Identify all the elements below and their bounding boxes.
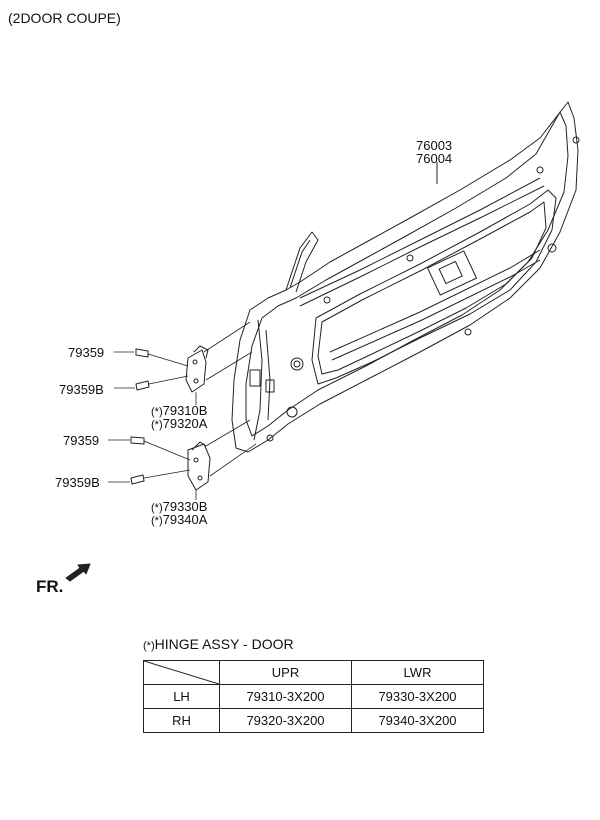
upper-bolt bbox=[114, 348, 189, 367]
cell-rh-upr: 79320-3X200 bbox=[219, 708, 352, 733]
table-row: LH 79310-3X200 79330-3X200 bbox=[143, 684, 484, 709]
table-header-row: UPR LWR bbox=[143, 660, 484, 685]
lower-bolt-b bbox=[108, 469, 191, 485]
column-header-upr: UPR bbox=[219, 660, 352, 685]
hinge-part-table: UPR LWR LH 79310-3X200 79330-3X200 RH 79… bbox=[143, 660, 484, 733]
callout-door-panel-a: 76003 bbox=[416, 138, 453, 153]
diagram-title: (2DOOR COUPE) bbox=[8, 10, 121, 26]
cell-lh-upr: 79310-3X200 bbox=[219, 684, 352, 709]
door-exploded-diagram bbox=[65, 101, 580, 582]
row-side-rh: RH bbox=[143, 708, 220, 733]
hinge-marker: (*) bbox=[151, 419, 163, 431]
callout-upper-hinge-lh: (*)79310B bbox=[151, 403, 208, 418]
callout-lower-hinge-lh: (*)79330B bbox=[151, 499, 208, 514]
legend-text: HINGE ASSY - DOOR bbox=[154, 636, 294, 652]
hinge-marker: (*) bbox=[151, 502, 163, 514]
row-side-lh: LH bbox=[143, 684, 220, 709]
lower-hinge bbox=[187, 419, 257, 500]
callout-upper-hinge-rh: (*)79320A bbox=[151, 416, 208, 431]
callout-lower-bolt-b: 79359B bbox=[55, 475, 100, 490]
legend-marker: (*) bbox=[143, 640, 155, 652]
callout-upper-bolt: 79359 bbox=[68, 345, 105, 360]
legend-title: (*)HINGE ASSY - DOOR bbox=[143, 636, 294, 652]
table-corner-cell bbox=[143, 660, 220, 685]
front-indicator: FR. bbox=[36, 577, 64, 596]
cell-rh-lwr: 79340-3X200 bbox=[351, 708, 484, 733]
door-panel bbox=[231, 101, 580, 453]
hinge-marker: (*) bbox=[151, 406, 163, 418]
callout-lower-hinge-rh: (*)79340A bbox=[151, 512, 208, 527]
upper-hinge bbox=[185, 321, 253, 405]
callout-lower-bolt: 79359 bbox=[63, 433, 100, 448]
column-header-lwr: LWR bbox=[351, 660, 484, 685]
lower-bolt bbox=[108, 436, 191, 461]
upper-bolt-b bbox=[114, 375, 189, 391]
table-row: RH 79320-3X200 79340-3X200 bbox=[143, 708, 484, 733]
cell-lh-lwr: 79330-3X200 bbox=[351, 684, 484, 709]
front-arrow-icon bbox=[65, 563, 91, 582]
callout-door-panel-b: 76004 bbox=[416, 151, 453, 166]
callout-upper-bolt-b: 79359B bbox=[59, 382, 104, 397]
hinge-marker: (*) bbox=[151, 515, 163, 527]
